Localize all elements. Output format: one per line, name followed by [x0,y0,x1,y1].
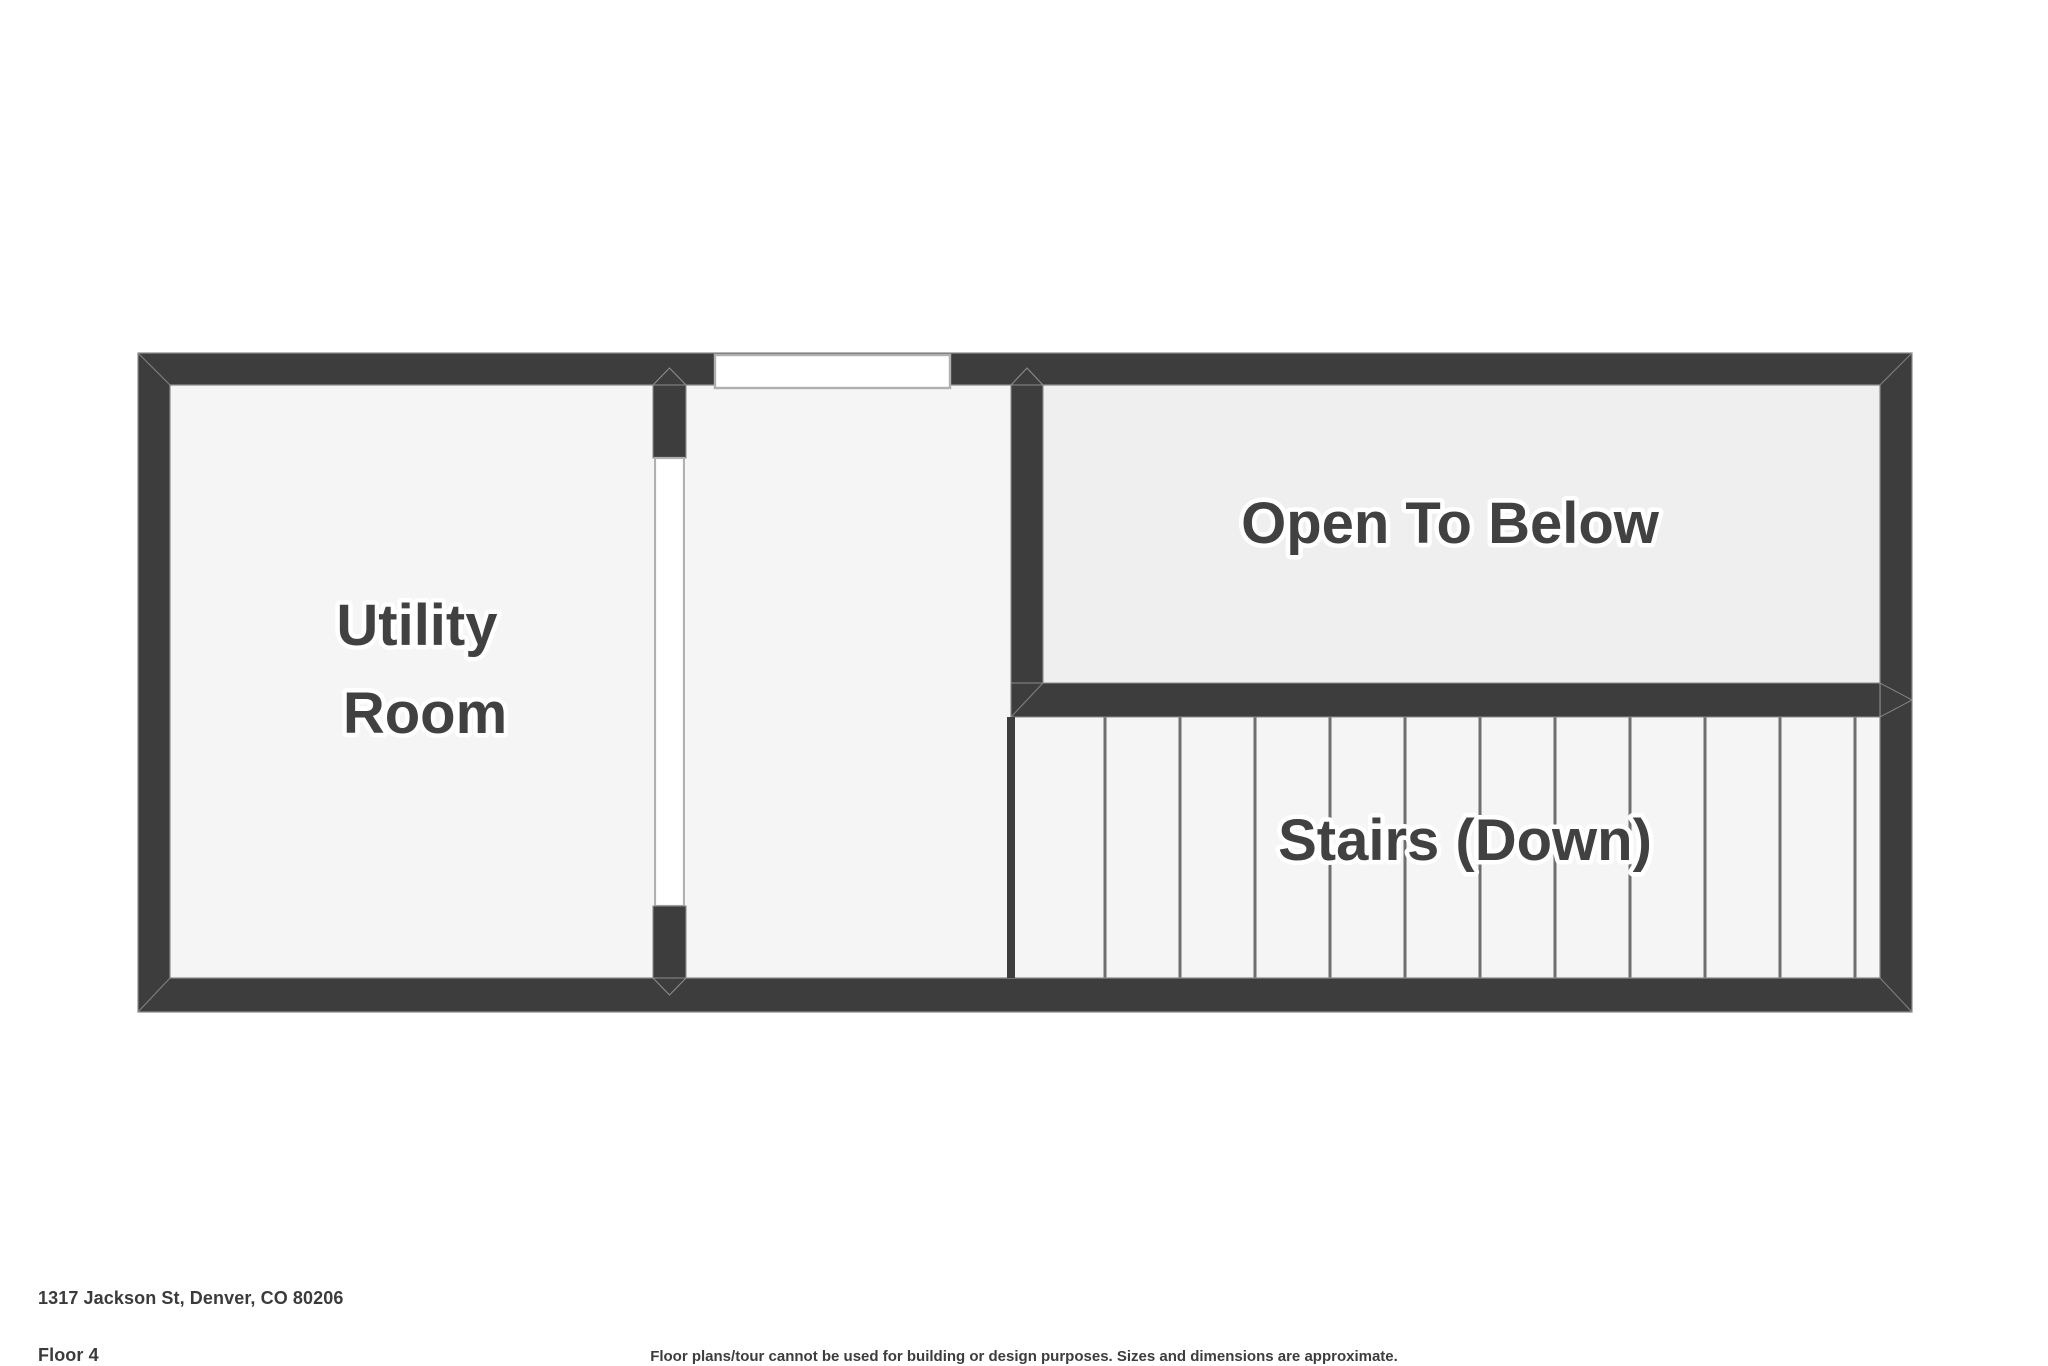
interior-wall-utility-upper [652,384,687,459]
exterior-window-top [713,353,952,390]
room-label-open-to-below: Open To Below [1241,491,1660,556]
floor-label: Floor 4 [38,1345,99,1365]
room-label-line: Open To Below [1241,491,1660,556]
property-address: 1317 Jackson St, Denver, CO 80206 [38,1288,344,1308]
stair-treads [1103,717,1857,978]
room-label-stairs-down: Stairs (Down) [1278,808,1652,873]
interior-wall-utility-cap-top [651,367,688,386]
disclaimer-text: Floor plans/tour cannot be used for buil… [650,1348,1398,1365]
room-label-line: Room [343,681,507,746]
room-label-utility-room: Utility Room [336,593,513,746]
room-fills [170,385,1880,978]
interior-wall-open-below-cap-top [1009,367,1045,386]
interior-door-utility [653,456,686,908]
interior-wall-open-below-left [1010,384,1044,719]
utility-room-floor [170,385,653,978]
room-label-line: Utility [336,593,497,658]
interior-wall-utility-cap-bottom [651,977,688,996]
room-label-line: Stairs (Down) [1278,808,1652,873]
wall-miter-seams-open-below [1010,682,1913,718]
interior-wall-open-below-bottom [1010,682,1881,718]
wall-miter-seams [137,352,1913,1013]
walls [137,352,1913,1013]
landing-hall-floor [686,385,1011,978]
open-to-below-floor [1043,385,1880,683]
stairs-floor [1011,717,1880,978]
interior-wall-utility-lower [652,905,687,979]
room-labels: Utility Room Open To Below Stairs (Down) [332,487,1664,878]
